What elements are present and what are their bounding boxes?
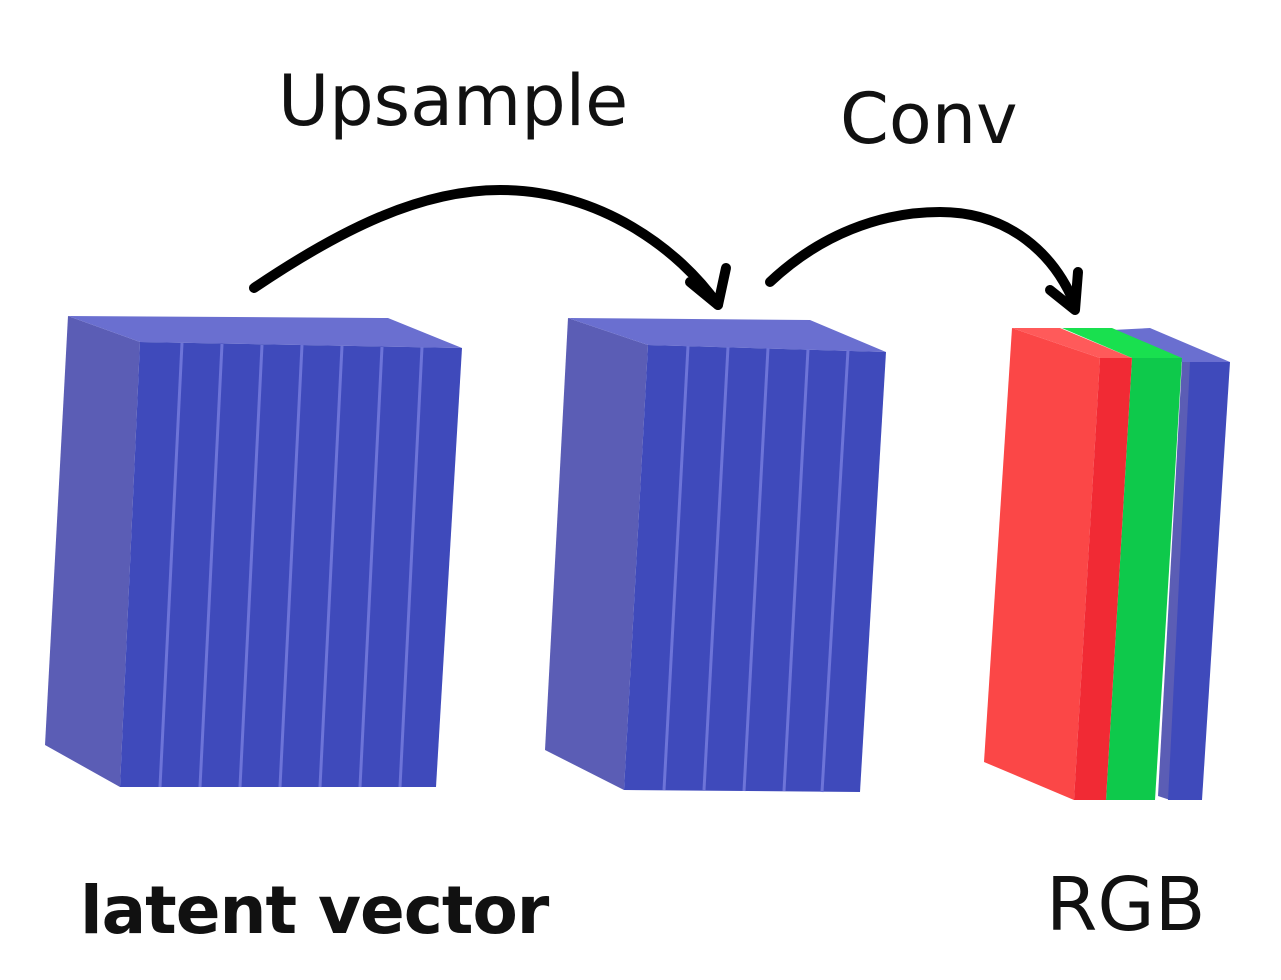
rgb-green-face (1106, 358, 1182, 800)
latent-vector-block (45, 316, 462, 788)
rgb-label: RGB (1046, 862, 1206, 948)
conv-arrow (765, 206, 1080, 310)
rgb-blue-face (1168, 362, 1230, 800)
upsample-arrowhead (685, 263, 731, 310)
upsample-label: Upsample (278, 60, 629, 142)
conv-arrowhead (1045, 267, 1083, 315)
upsampled-slice-lines (662, 345, 850, 793)
rgb-green-top (1062, 328, 1182, 358)
latent-vector-label: latent vector (80, 872, 549, 949)
conv-label: Conv (840, 78, 1018, 160)
latent-block-top (68, 316, 462, 348)
rgb-blue-top (1112, 328, 1230, 362)
rgb-block (984, 328, 1230, 800)
upsampled-block-side (545, 318, 648, 790)
upsample-arrow (249, 184, 723, 310)
latent-block-side (45, 316, 140, 787)
rgb-red-side (984, 328, 1100, 800)
rgb-red-face (1074, 358, 1132, 800)
upsampled-block-top (568, 318, 886, 352)
upsampled-block (545, 318, 886, 793)
rgb-red-top (1012, 328, 1132, 358)
latent-slice-lines (158, 342, 424, 788)
